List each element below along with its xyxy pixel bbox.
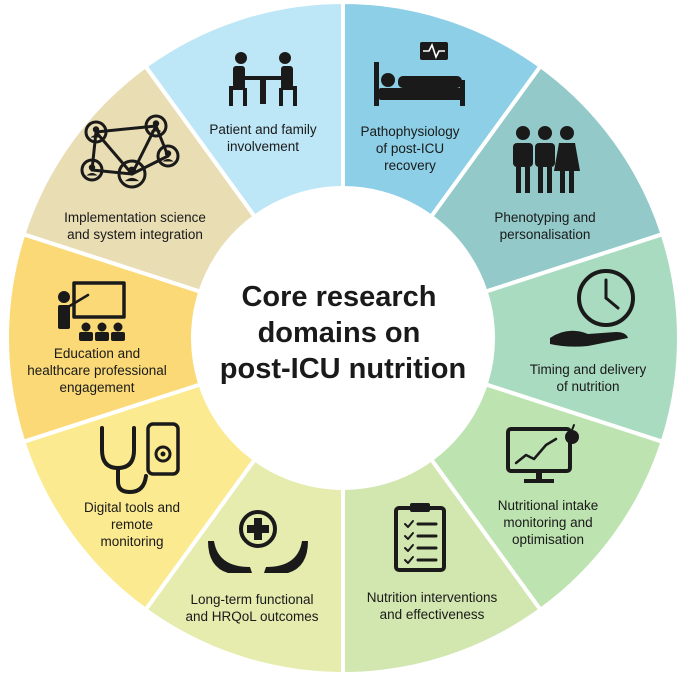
segment-label-line: of nutrition [556,379,619,394]
segment-label-interventions: Nutrition interventions and effectiveness [367,590,498,622]
segment-label-education: Education and healthcare professional enga… [27,346,167,395]
segment-label-phenotyping: Phenotyping and personalisation [494,210,595,242]
hands-medical-cross-icon [208,510,308,573]
segment-label-line: involvement [227,139,299,154]
network-people-icon [80,114,180,189]
segment-label-line: and system integration [67,227,203,242]
stethoscope-phone-icon [100,422,180,494]
center-title-line-3: post-ICU nutrition [220,353,466,385]
clock-hand-icon [550,269,635,347]
segment-label-line: Timing and delivery [530,362,647,377]
center-title-line-2: domains on [258,317,421,349]
segment-label-line: monitoring and [503,515,592,530]
segment-label-implementation: Implementation science and system integra… [64,210,206,242]
hospital-bed-icon [374,42,465,106]
segment-label-line: Pathophysiology [360,124,459,139]
monitor-chart-icon [506,424,579,483]
people-group-icon [513,126,580,193]
clipboard-checklist-icon [394,503,446,572]
segment-label-line: and HRQoL outcomes [185,609,318,624]
segment-label-line: Long-term functional [190,592,313,607]
segment-implementation [142,0,345,220]
segment-label-pathophysiology: Pathophysiology of post-ICU recovery [360,124,459,173]
segment-labels: Patient and family involvement Pathophysio… [27,122,646,624]
segment-icons [58,42,635,573]
segment-label-intake-monitoring: Nutritional intake monitoring and optimisa… [498,498,599,547]
segment-label-line: personalisation [500,227,591,242]
segment-label-line: monitoring [100,534,163,549]
segment-label-line: recovery [384,158,436,173]
center-title-line-1: Core research [241,281,436,313]
segment-label-line: Education and [54,346,140,361]
segment-label-line: Patient and family [209,122,317,137]
segment-label-digital-tools: Digital tools and remote monitoring [84,500,180,549]
segment-label-timing: Timing and delivery of nutrition [530,362,647,394]
presentation-board-icon [58,281,126,341]
segment-label-line: of post-ICU [376,141,444,156]
center-circle [193,188,493,488]
segment-label-line: Nutrition interventions [367,590,498,605]
center-title: Core research domains on post-ICU nutrit… [220,281,466,385]
segment-label-line: remote [111,517,153,532]
segment-label-patient-family: Patient and family involvement [209,122,317,154]
table-meeting-icon [229,52,297,106]
segment-label-long-term: Long-term functional and HRQoL outcomes [185,592,318,624]
segment-label-line: Nutritional intake [498,498,599,513]
segment-label-line: Phenotyping and [494,210,595,225]
segment-label-line: healthcare professional [27,363,167,378]
segment-label-line: Digital tools and [84,500,180,515]
segment-label-line: Implementation science [64,210,206,225]
segment-label-line: and effectiveness [380,607,485,622]
segment-label-line: optimisation [512,532,584,547]
segment-label-line: engagement [59,380,134,395]
